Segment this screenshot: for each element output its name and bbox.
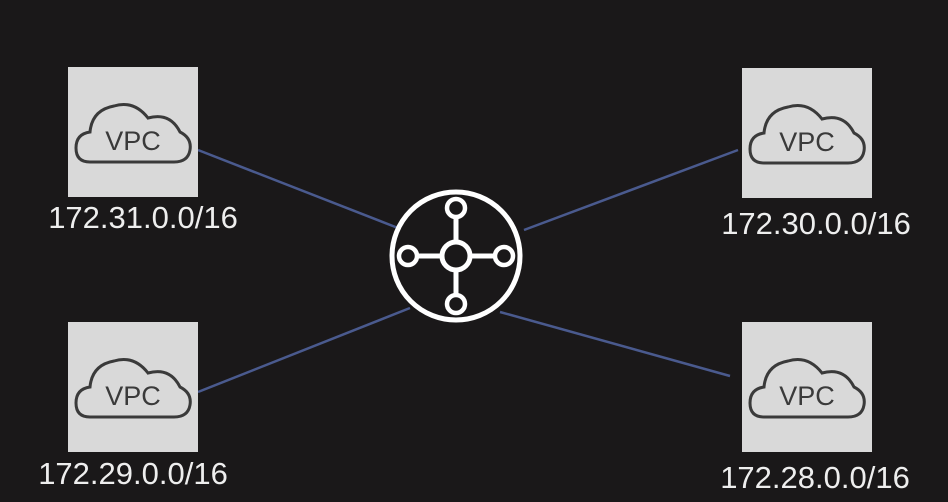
cidr-label-top-right: 172.30.0.0/16 [721,206,911,241]
cidr-label-bottom-right: 172.28.0.0/16 [720,460,910,495]
cloud-icon [748,358,866,419]
vpc-icon-text: VPC [779,127,835,157]
vpc-node-bottom-right: VPC [742,322,872,452]
vpc-icon-text: VPC [105,381,161,411]
vpc-node-top-right: VPC [742,68,872,198]
vpc-icon-text: VPC [105,126,161,156]
cidr-label-bottom-left: 172.29.0.0/16 [38,456,228,491]
connector-bottom-right [499,310,731,378]
connector-top-right [523,148,739,232]
vpc-node-top-left: VPC [68,67,198,197]
vpc-icon-text: VPC [779,381,835,411]
connector-bottom-left [197,306,411,394]
cidr-label-top-left: 172.31.0.0/16 [48,200,238,235]
transit-gateway-icon [389,189,523,323]
cloud-icon [74,103,192,164]
cloud-icon [74,358,192,419]
vpc-node-bottom-left: VPC [68,322,198,452]
connector-top-left [197,148,399,230]
cloud-icon [748,104,866,165]
